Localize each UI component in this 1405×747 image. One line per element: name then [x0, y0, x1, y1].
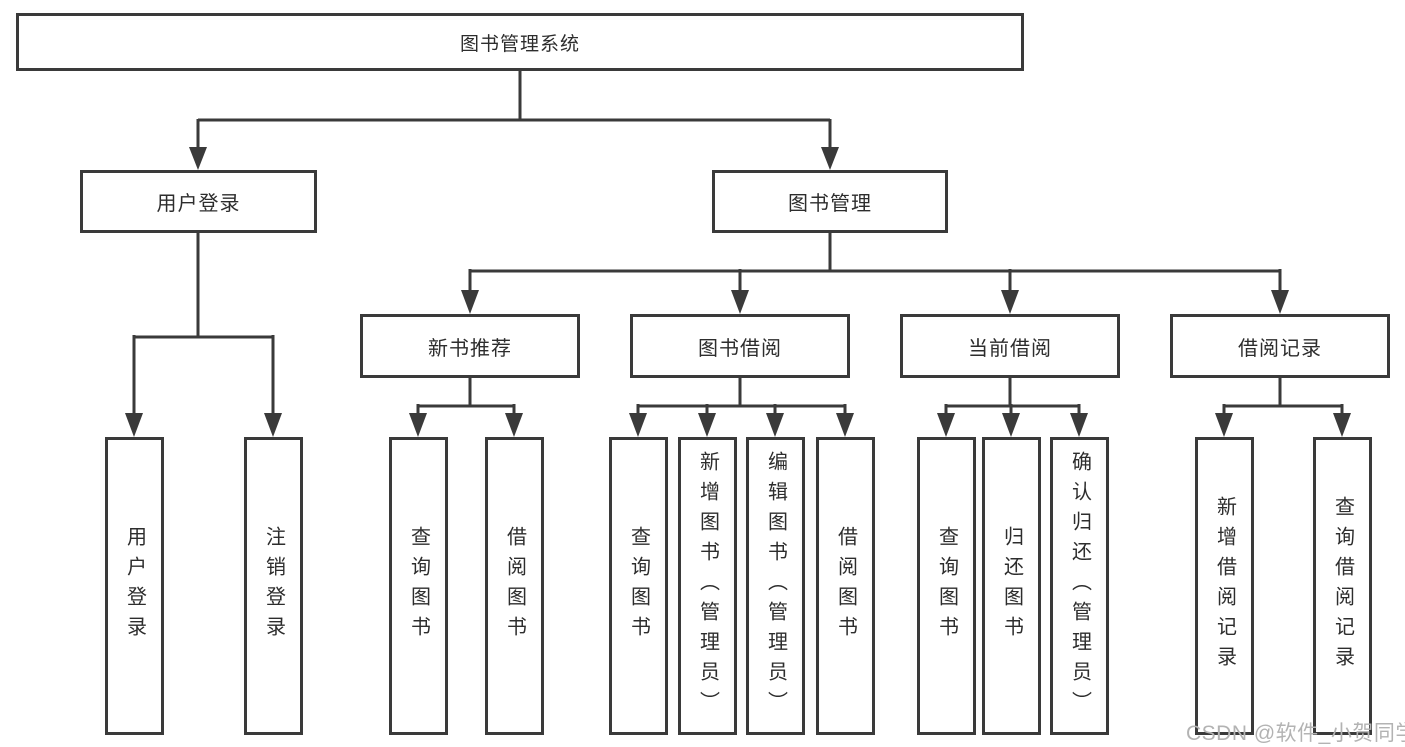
- arrowhead: [766, 413, 784, 437]
- connector-bookborrow-to-leaves: [636, 378, 847, 416]
- node-borrowing-records: 借阅记录: [1170, 314, 1390, 378]
- connector-records-to-leaves: [1222, 378, 1344, 416]
- arrowhead: [189, 147, 207, 170]
- arrowhead: [1333, 413, 1351, 437]
- leaf-edit-books-admin: 编辑图书（管理员）: [746, 437, 805, 735]
- leaf-query-books-newbook: 查询图书: [389, 437, 448, 735]
- leaf-borrow-books-borrowing: 借阅图书: [816, 437, 875, 735]
- leaf-label: 新增图书（管理员）: [696, 451, 719, 721]
- arrowhead: [1002, 413, 1020, 437]
- arrowhead: [836, 413, 854, 437]
- arrowhead: [409, 413, 427, 437]
- arrowhead: [821, 147, 839, 170]
- connector-newbook-to-leaves: [416, 378, 516, 416]
- arrowhead: [1001, 290, 1019, 314]
- leaf-label: 借阅图书: [503, 526, 526, 646]
- leaf-query-books-borrowing: 查询图书: [609, 437, 668, 735]
- leaf-label: 借阅图书: [834, 526, 857, 646]
- csdn-watermark: CSDN @软件_小贺同学: [1186, 722, 1405, 745]
- connector-root-to-level1: [196, 70, 832, 150]
- node-library-management-system: 图书管理系统: [16, 13, 1024, 71]
- arrowhead: [264, 413, 282, 437]
- leaf-label: 查询借阅记录: [1331, 496, 1354, 676]
- node-user-login: 用户登录: [80, 170, 317, 233]
- node-new-book-recommendation: 新书推荐: [360, 314, 580, 378]
- node-label: 图书借阅: [698, 337, 782, 360]
- leaf-label: 查询图书: [627, 526, 650, 646]
- arrowhead: [1070, 413, 1088, 437]
- arrowhead: [505, 413, 523, 437]
- leaf-logout: 注销登录: [244, 437, 303, 735]
- connector-current-to-leaves: [944, 378, 1081, 416]
- leaf-label: 确认归还（管理员）: [1068, 451, 1091, 721]
- leaf-borrow-books-newbook: 借阅图书: [485, 437, 544, 735]
- arrowhead: [698, 413, 716, 437]
- node-book-management: 图书管理: [712, 170, 948, 233]
- leaf-user-login: 用户登录: [105, 437, 164, 735]
- connector-mgmt-to-level2: [468, 233, 1282, 293]
- node-current-borrowing: 当前借阅: [900, 314, 1120, 378]
- leaf-confirm-return-admin: 确认归还（管理员）: [1050, 437, 1109, 735]
- arrowhead: [937, 413, 955, 437]
- arrowhead: [731, 290, 749, 314]
- leaf-label: 用户登录: [123, 526, 146, 646]
- node-book-borrowing: 图书借阅: [630, 314, 850, 378]
- arrowhead: [1215, 413, 1233, 437]
- leaf-return-books: 归还图书: [982, 437, 1041, 735]
- leaf-query-borrow-record: 查询借阅记录: [1313, 437, 1372, 735]
- connector-login-to-leaves: [132, 233, 275, 416]
- leaf-label: 编辑图书（管理员）: [764, 451, 787, 721]
- node-label: 图书管理系统: [459, 33, 580, 55]
- arrowhead: [125, 413, 143, 437]
- leaf-label: 查询图书: [935, 526, 958, 646]
- node-label: 新书推荐: [428, 337, 512, 360]
- leaf-add-books-admin: 新增图书（管理员）: [678, 437, 737, 735]
- node-label: 图书管理: [788, 193, 872, 215]
- leaf-label: 注销登录: [262, 526, 285, 646]
- node-label: 当前借阅: [968, 337, 1052, 360]
- leaf-label: 归还图书: [1000, 526, 1023, 646]
- node-label: 借阅记录: [1238, 337, 1322, 360]
- arrowhead: [1271, 290, 1289, 314]
- leaf-query-books-current: 查询图书: [917, 437, 976, 735]
- leaf-label: 查询图书: [407, 526, 430, 646]
- arrowhead: [629, 413, 647, 437]
- leaf-label: 新增借阅记录: [1213, 496, 1236, 676]
- arrowhead: [461, 290, 479, 314]
- leaf-add-borrow-record: 新增借阅记录: [1195, 437, 1254, 735]
- node-label: 用户登录: [156, 193, 241, 215]
